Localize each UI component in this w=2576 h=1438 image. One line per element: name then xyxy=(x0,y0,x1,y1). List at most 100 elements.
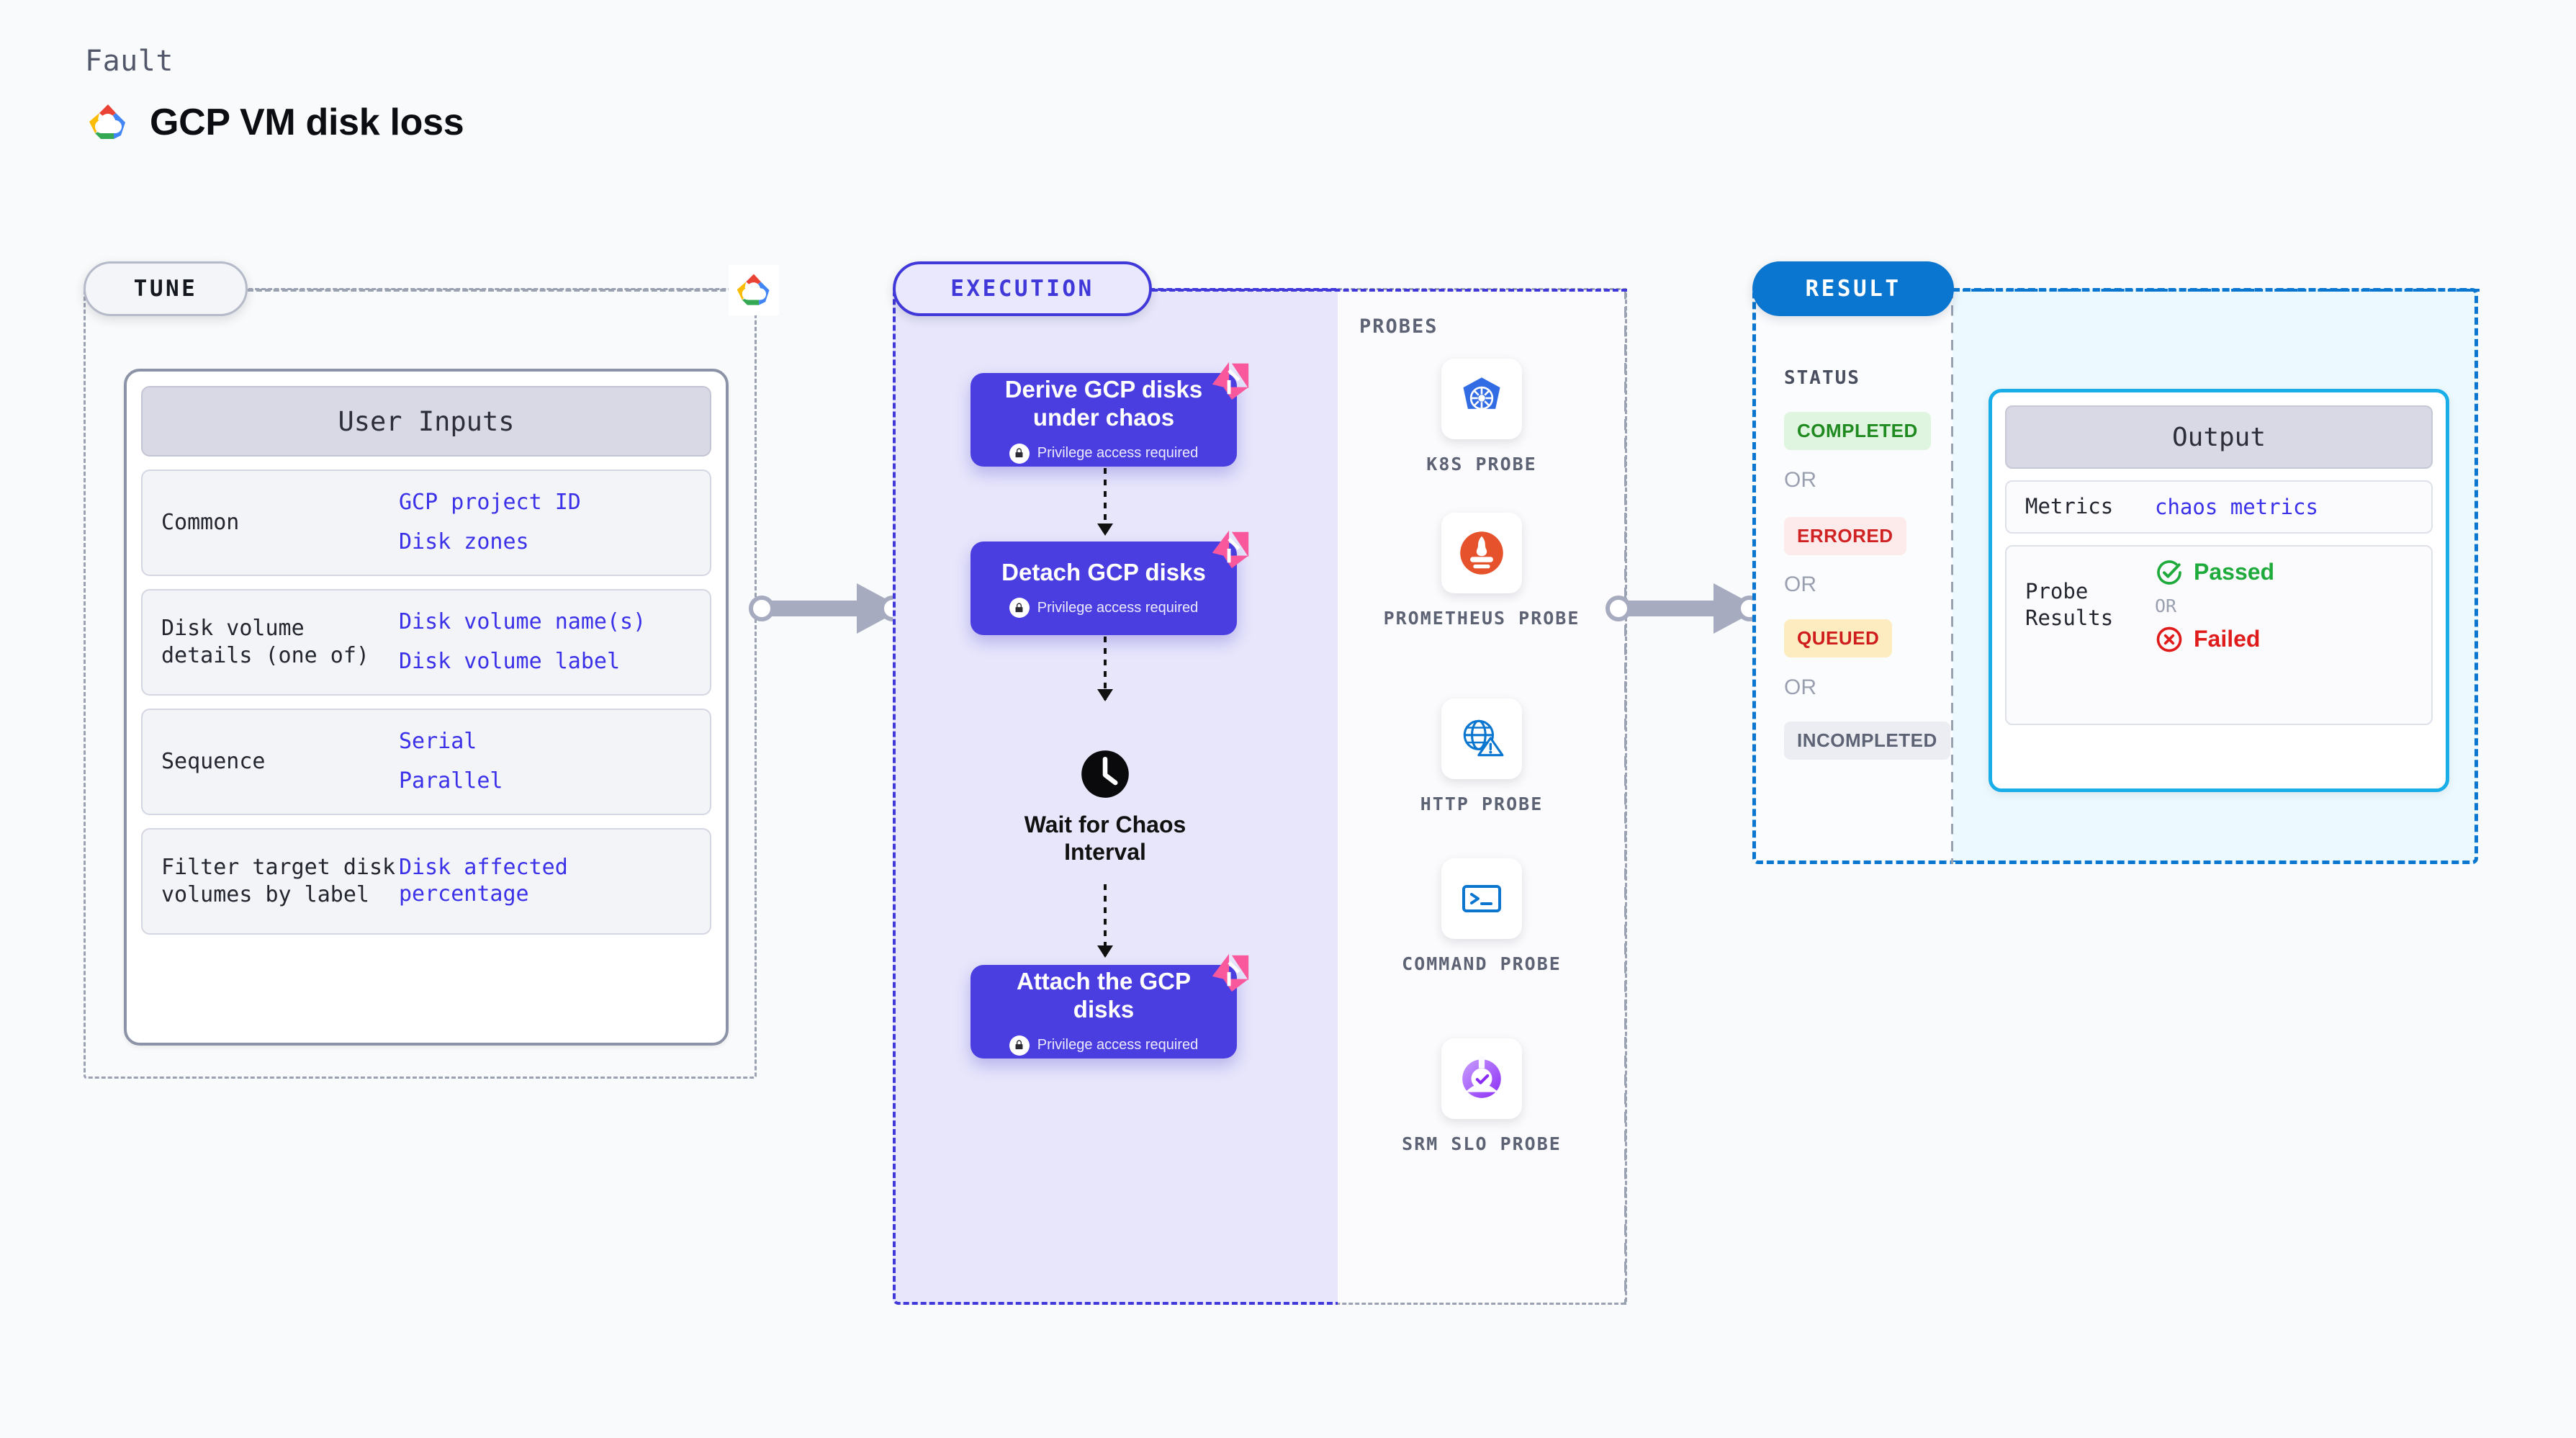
result-panel xyxy=(1752,288,1954,864)
status-badge-incompleted: INCOMPLETED xyxy=(1784,722,1950,760)
probe-label: HTTP PROBE xyxy=(1420,794,1544,814)
probes-section-title: PROBES xyxy=(1359,315,1438,338)
user-inputs-card: User Inputs Common GCP project ID Disk z… xyxy=(124,369,729,1046)
probe-label: COMMAND PROBE xyxy=(1402,953,1562,974)
execution-node-attach[interactable]: Attach the GCP disks Privilege access re… xyxy=(970,953,1249,1059)
status-or-2: OR xyxy=(1784,572,1816,596)
input-row-label: Sequence xyxy=(161,748,266,774)
input-value[interactable]: Serial xyxy=(399,729,477,755)
table-row[interactable]: Disk volume details (one of) Disk volume… xyxy=(141,589,711,696)
metrics-value[interactable]: chaos metrics xyxy=(2155,494,2318,519)
input-value[interactable]: Disk zones xyxy=(399,529,529,554)
probe-prometheus[interactable]: PROMETHEUS PROBE xyxy=(1374,513,1590,631)
lock-icon xyxy=(1009,598,1030,619)
stage-chip-result[interactable]: RESULT xyxy=(1752,261,1954,316)
status-badge-completed: COMPLETED xyxy=(1784,412,1931,450)
gcp-cloud-logo-svg xyxy=(89,104,125,139)
failed-label: Failed xyxy=(2194,626,2261,652)
probe-command[interactable]: COMMAND PROBE xyxy=(1374,858,1590,976)
wait-for-chaos-interval-node: Wait for Chaos Interval xyxy=(1008,749,1202,866)
result-divider xyxy=(1951,288,1953,864)
status-section-title: STATUS xyxy=(1784,367,1860,389)
output-probe-results-row: Probe Results Passed OR Failed xyxy=(2005,544,2433,725)
execution-node-detach[interactable]: Detach GCP disks Privilege access requir… xyxy=(970,530,1249,635)
gcp-cloud-logo-icon xyxy=(85,102,131,143)
lock-icon xyxy=(1009,1035,1030,1056)
output-card: Output Metrics chaos metrics Probe Resul… xyxy=(1989,389,2449,792)
input-value[interactable]: GCP project ID xyxy=(399,490,581,516)
privilege-note: Privilege access required xyxy=(1009,443,1198,464)
probe-result-failed: Failed xyxy=(2155,625,2274,654)
wait-node-label: Wait for Chaos Interval xyxy=(1024,812,1186,866)
table-row[interactable]: Common GCP project ID Disk zones xyxy=(141,469,711,576)
probe-label: SRM SLO PROBE xyxy=(1402,1133,1562,1154)
srm-slo-icon xyxy=(1441,1038,1522,1119)
output-card-title: Output xyxy=(2005,405,2433,469)
privilege-text: Privilege access required xyxy=(1037,599,1199,616)
metrics-label: Metrics xyxy=(2025,494,2114,518)
input-value[interactable]: Disk affected percentage xyxy=(399,855,568,907)
probes-divider xyxy=(1624,288,1626,1305)
stage-chip-execution[interactable]: EXECUTION xyxy=(893,261,1152,316)
status-or-1: OR xyxy=(1784,468,1816,492)
input-row-values: GCP project ID Disk zones xyxy=(399,490,581,555)
x-circle-icon xyxy=(2156,626,2182,652)
flow-connector-3 xyxy=(1097,884,1113,958)
lock-icon xyxy=(1009,443,1030,464)
litmus-chaos-badge-icon xyxy=(1212,530,1249,569)
input-value[interactable]: Disk volume label xyxy=(399,649,621,674)
page-kicker: Fault xyxy=(85,45,174,78)
input-row-values: Serial Parallel xyxy=(399,729,503,794)
passed-label: Passed xyxy=(2194,559,2275,585)
litmus-chaos-badge-icon xyxy=(1212,361,1249,400)
privilege-text: Privilege access required xyxy=(1037,1037,1199,1053)
privilege-note: Privilege access required xyxy=(1009,1035,1198,1056)
flow-connector-1 xyxy=(1097,468,1113,536)
clock-icon xyxy=(1081,750,1129,798)
input-value[interactable]: Parallel xyxy=(399,768,503,794)
kubernetes-icon xyxy=(1441,359,1522,439)
tune-gcp-cloud-logo-icon xyxy=(729,265,779,315)
probe-label: K8S PROBE xyxy=(1426,454,1537,475)
table-row[interactable]: Filter target disk volumes by label Disk… xyxy=(141,828,711,935)
input-value[interactable]: Disk volume name(s) xyxy=(399,609,647,635)
status-badge-queued: QUEUED xyxy=(1784,619,1893,657)
probe-result-or: OR xyxy=(2155,595,2177,616)
tune-connector-line xyxy=(248,289,752,292)
input-row-label: Common xyxy=(161,509,240,535)
prometheus-icon xyxy=(1441,513,1522,593)
page-title: GCP VM disk loss xyxy=(150,102,464,143)
input-row-label: Filter target disk volumes by label xyxy=(161,854,396,907)
input-row-label: Disk volume details (one of) xyxy=(161,615,369,668)
status-or-3: OR xyxy=(1784,675,1816,699)
stage-chip-tune[interactable]: TUNE xyxy=(84,261,248,316)
input-row-values: Disk affected percentage xyxy=(399,855,691,907)
connector-arrow-tune-to-execution xyxy=(749,583,904,634)
input-row-values: Disk volume name(s) Disk volume label xyxy=(399,609,646,675)
privilege-note: Privilege access required xyxy=(1009,598,1199,619)
page-title-row: GCP VM disk loss xyxy=(85,101,464,144)
output-metrics-row[interactable]: Metrics chaos metrics xyxy=(2005,480,2433,534)
check-circle-icon xyxy=(2157,560,2181,585)
connector-arrow-execution-to-result xyxy=(1606,583,1760,634)
litmus-chaos-badge-icon xyxy=(1212,953,1249,992)
execution-node-derive[interactable]: Derive GCP disks under chaos Privilege a… xyxy=(970,361,1249,467)
probe-result-passed: Passed xyxy=(2155,558,2274,587)
result-connector-line xyxy=(1954,289,2480,292)
execution-node-title: Detach GCP disks xyxy=(1001,558,1206,585)
status-badge-errored: ERRORED xyxy=(1784,517,1906,555)
user-inputs-title: User Inputs xyxy=(141,386,711,457)
execution-connector-line xyxy=(1152,289,1627,292)
table-row[interactable]: Sequence Serial Parallel xyxy=(141,709,711,815)
probe-results-label: Probe Results xyxy=(2025,578,2114,631)
execution-node-title: Derive GCP disks under chaos xyxy=(1004,376,1203,431)
probe-results-values: Passed OR Failed xyxy=(2155,558,2274,654)
probe-http[interactable]: HTTP PROBE xyxy=(1374,698,1590,817)
probe-label: PROMETHEUS PROBE xyxy=(1383,608,1580,629)
flow-connector-2 xyxy=(1097,637,1113,701)
probe-k8s[interactable]: K8S PROBE xyxy=(1374,359,1590,477)
probe-srm-slo[interactable]: SRM SLO PROBE xyxy=(1374,1038,1590,1156)
execution-node-title: Attach the GCP disks xyxy=(1016,968,1192,1023)
terminal-icon xyxy=(1441,858,1522,939)
